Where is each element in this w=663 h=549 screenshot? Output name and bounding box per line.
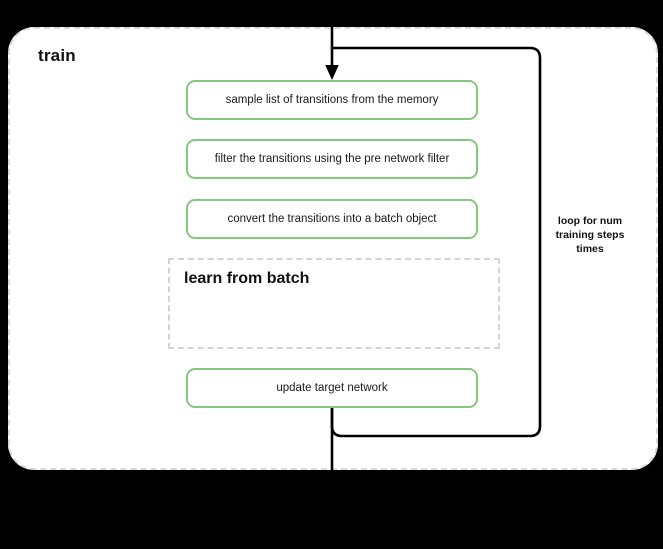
step-label: sample list of transitions from the memo… — [225, 94, 439, 106]
step-label: convert the transitions into a batch obj… — [227, 213, 437, 225]
step-label: update target network — [276, 382, 388, 394]
subflow-learn-from-batch[interactable]: learn from batch — [168, 258, 500, 349]
page-title: train — [38, 46, 76, 65]
subflow-title: learn from batch — [184, 270, 310, 287]
step-sample-transitions[interactable]: sample list of transitions from the memo… — [186, 80, 478, 120]
step-convert-batch[interactable]: convert the transitions into a batch obj… — [186, 199, 478, 239]
loop-annotation-label: loop for num training steps times — [555, 215, 625, 256]
step-update-target-network[interactable]: update target network — [186, 368, 478, 408]
step-label: filter the transitions using the pre net… — [214, 153, 450, 165]
step-filter-transitions[interactable]: filter the transitions using the pre net… — [186, 139, 478, 179]
